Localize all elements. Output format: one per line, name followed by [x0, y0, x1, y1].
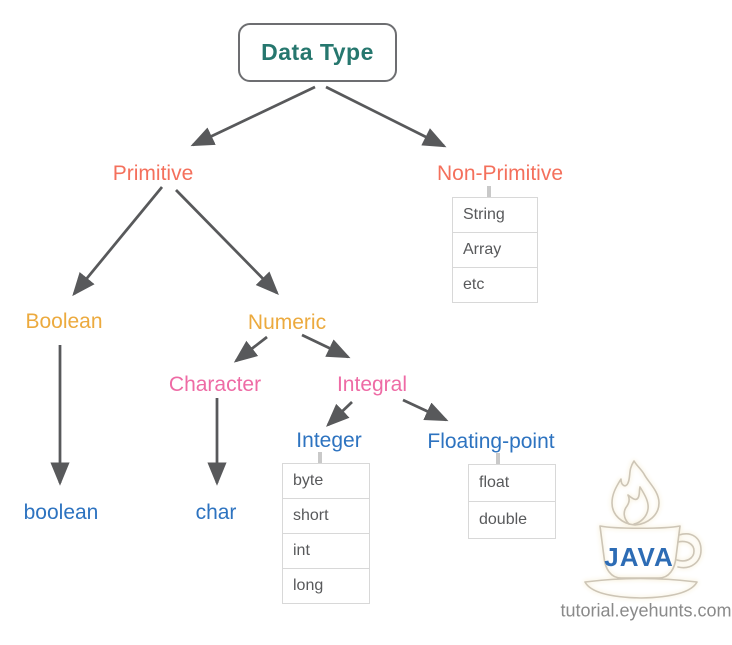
- arrow-integral-integer: [326, 401, 353, 427]
- floating-point-list: float double: [468, 464, 556, 539]
- node-primitive: Primitive: [112, 162, 194, 185]
- node-char-type: char: [195, 501, 237, 524]
- flame-inner-icon: [623, 486, 649, 525]
- node-character: Character: [168, 373, 262, 396]
- node-boolean-type: boolean: [23, 501, 99, 524]
- list-item: long: [283, 568, 369, 603]
- cup-icon: [599, 525, 681, 579]
- arrow-primitive-numeric: [175, 189, 279, 295]
- arrow-numeric-character: [233, 335, 268, 363]
- integer-list: byte short int long: [282, 463, 370, 604]
- flame-icon: [611, 460, 660, 526]
- list-item: short: [283, 498, 369, 533]
- arrow-datatype-primitive: [190, 85, 316, 147]
- list-item: String: [463, 206, 505, 223]
- arrow-integral-floating: [402, 398, 449, 422]
- logo-text: JAVA: [604, 542, 674, 572]
- saucer-icon: [584, 577, 698, 599]
- root-node-data-type: Data Type: [238, 23, 397, 82]
- arrow-numeric-integral: [301, 333, 351, 359]
- tick-non-primitive-list: [487, 186, 491, 198]
- list-item: etc: [453, 267, 537, 302]
- website-url: tutorial.eyehunts.com: [560, 600, 732, 621]
- node-integer: Integer: [296, 429, 362, 452]
- cup-handle-icon: [677, 533, 702, 569]
- non-primitive-list: String Array etc: [452, 197, 538, 303]
- list-item: int: [283, 533, 369, 568]
- node-numeric: Numeric: [247, 311, 327, 334]
- tick-integer-list: [318, 452, 322, 464]
- list-item: double: [469, 501, 555, 538]
- arrow-primitive-boolean: [72, 186, 164, 297]
- node-floating-point: Floating-point: [427, 430, 555, 453]
- tick-floating-list: [496, 453, 500, 465]
- list-item: float: [479, 474, 510, 491]
- node-integral: Integral: [336, 373, 408, 396]
- node-boolean: Boolean: [25, 310, 103, 333]
- arrow-datatype-nonprimitive: [325, 85, 447, 148]
- root-node-label: Data Type: [261, 39, 374, 65]
- cup-handle-inner-icon: [676, 540, 695, 562]
- java-logo: JAVA: [584, 460, 702, 599]
- list-item: byte: [293, 472, 324, 489]
- node-non-primitive: Non-Primitive: [436, 162, 564, 185]
- list-item: Array: [453, 232, 537, 267]
